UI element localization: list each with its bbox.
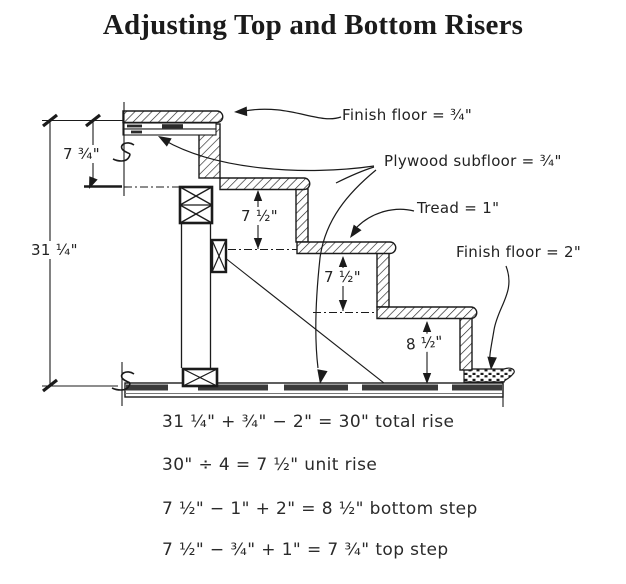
top-finish-floor-band bbox=[122, 110, 224, 124]
risers bbox=[198, 123, 473, 371]
layout-diagonal-line bbox=[223, 256, 390, 388]
callout-finish-floor-top: Finish floor = ¾" bbox=[342, 106, 473, 124]
page-title: Adjusting Top and Bottom Risers bbox=[102, 9, 524, 41]
leader-plywood-kink bbox=[335, 166, 375, 184]
leader-finish-floor-bottom bbox=[489, 265, 510, 364]
break-lines bbox=[111, 102, 135, 406]
callout-plywood-subfloor: Plywood subfloor = ¾" bbox=[384, 152, 562, 170]
equation-unit-rise: 30" ÷ 4 = 7 ½" unit rise bbox=[162, 455, 378, 475]
callout-finish-floor-bottom: Finish floor = 2" bbox=[456, 243, 582, 261]
dim-riser-2: 7 ½" bbox=[238, 207, 281, 225]
bottom-subfloor bbox=[124, 382, 504, 407]
riser-2-board bbox=[295, 188, 309, 243]
break-squiggle-top bbox=[112, 142, 135, 162]
treads bbox=[122, 110, 478, 320]
equation-total-rise: 31 ¼" + ¾" − 2" = 30" total rise bbox=[162, 412, 455, 432]
leader-tread bbox=[356, 208, 415, 228]
top-subfloor-layers bbox=[122, 122, 217, 136]
bottom-riser-board bbox=[459, 317, 473, 371]
bottom-finish-floor-block bbox=[463, 367, 515, 383]
riser-3-board bbox=[376, 252, 390, 308]
dim-bottom-riser: 8 ½" bbox=[402, 332, 447, 354]
break-squiggle-bottom bbox=[111, 371, 135, 391]
leader-lines bbox=[163, 108, 510, 369]
leader-plywood-upper bbox=[163, 139, 375, 172]
equation-top-step: 7 ½" − ¾" + 1" = 7 ¾" top step bbox=[162, 540, 449, 560]
dim-top-riser: 7 ¾" bbox=[60, 145, 103, 163]
dim-total-rise: 31 ¼" bbox=[28, 241, 81, 259]
equation-bottom-step: 7 ½" − 1" + 2" = 8 ½" bottom step bbox=[162, 499, 478, 519]
callout-tread: Tread = 1" bbox=[417, 199, 500, 217]
arrowheads bbox=[89, 106, 497, 384]
framing-blocks bbox=[178, 185, 228, 388]
dim-riser-3: 7 ½" bbox=[321, 268, 364, 286]
tread-4 bbox=[376, 306, 478, 320]
dimension-ticks bbox=[42, 113, 101, 393]
leader-finish-floor-top bbox=[243, 108, 342, 120]
leader-plywood-lower bbox=[315, 169, 377, 369]
tread-2 bbox=[219, 177, 311, 191]
tread-3 bbox=[296, 241, 397, 255]
stud-wall-lines bbox=[180, 223, 390, 388]
